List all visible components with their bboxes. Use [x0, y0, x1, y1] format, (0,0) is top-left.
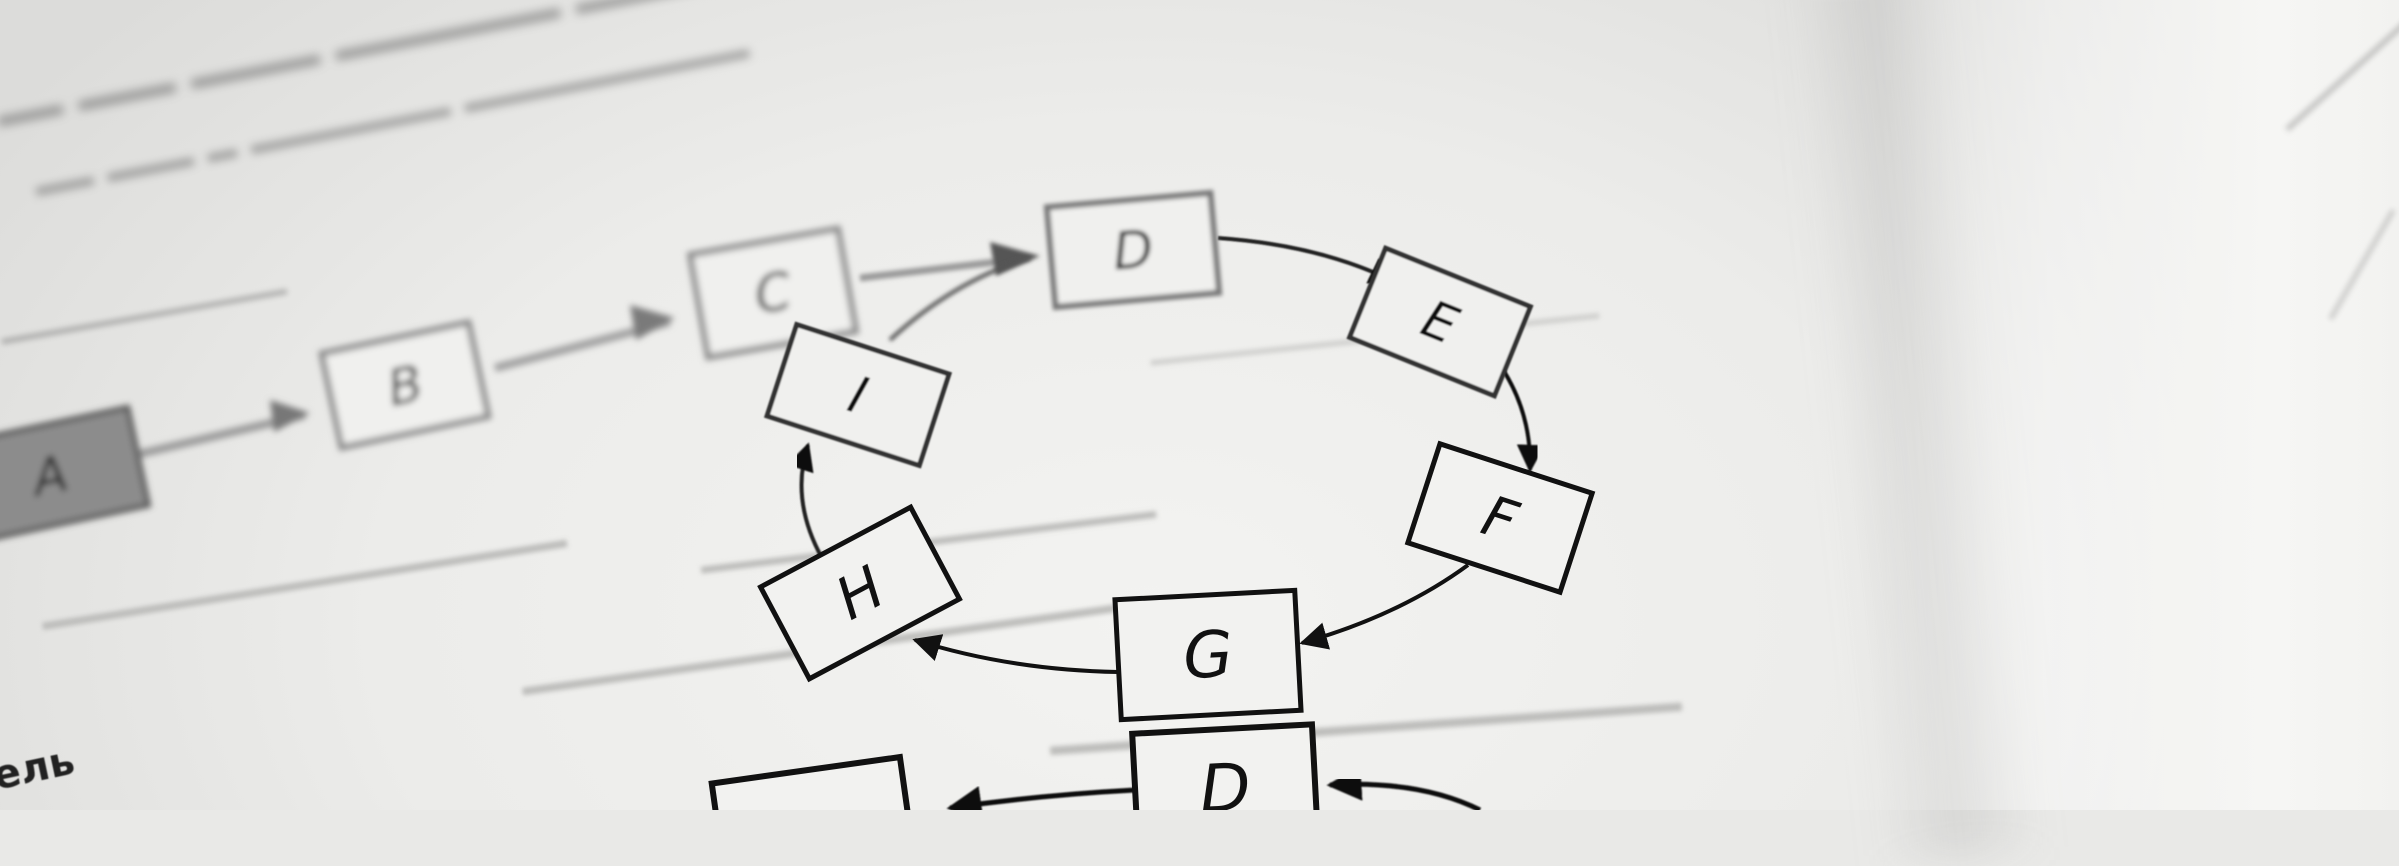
edge-i-d	[888, 256, 1031, 342]
edge-c-d	[859, 242, 1040, 282]
node-partial-left	[708, 753, 916, 810]
edge-a-b	[134, 400, 310, 459]
edge-f-g	[1299, 563, 1470, 650]
node-a: A	[0, 404, 152, 546]
node-d: D	[1043, 189, 1223, 311]
node-g: G	[1112, 587, 1304, 723]
node-i: I	[763, 321, 953, 469]
facing-page	[1880, 0, 2399, 810]
node-f: F	[1404, 440, 1596, 596]
node-c: C	[686, 225, 860, 361]
edge-b-c	[493, 305, 675, 372]
node-d-label: D	[1111, 219, 1156, 282]
edge-d2-left	[946, 786, 1136, 810]
linked-list-cycle-diagram: A B C D E F G H	[0, 189, 1596, 810]
node-d-bottom-label: D	[1198, 749, 1253, 810]
edge-right-d2	[1326, 765, 1482, 810]
node-b: B	[318, 318, 492, 452]
edge-h-i	[786, 442, 824, 559]
node-h: H	[757, 503, 963, 683]
edge-g-h	[912, 634, 1119, 674]
node-d-bottom: D	[1129, 721, 1322, 810]
edge-d-e	[1217, 236, 1398, 284]
node-g-label: G	[1181, 618, 1234, 694]
node-e: E	[1346, 245, 1534, 399]
